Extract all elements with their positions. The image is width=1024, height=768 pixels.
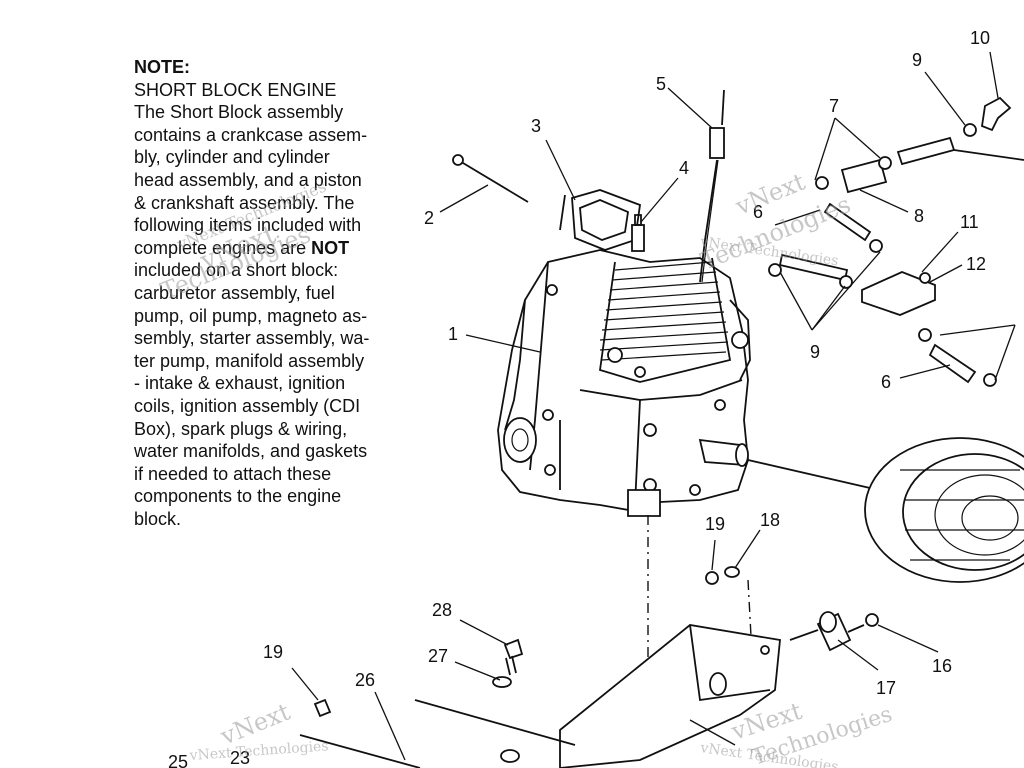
callout-8: 8 — [914, 206, 924, 226]
callout-numbers: 1 2 3 4 5 6 6 7 8 9 9 10 11 12 16 17 18 … — [168, 28, 990, 768]
short-block-note: NOTE: SHORT BLOCK ENGINE The Short Block… — [134, 56, 424, 530]
note-line: - intake & exhaust, ignition — [134, 373, 346, 394]
note-line: components to the engine — [134, 486, 342, 507]
watermark-text: vNext Technologies — [188, 738, 329, 764]
note-line-with-bold: complete engines are NOT — [134, 237, 424, 260]
callout-3: 3 — [531, 116, 541, 136]
mount-bracket-drawing — [559, 624, 781, 768]
cylinder-fins — [599, 257, 732, 383]
note-bold-word: NOT — [311, 237, 350, 258]
note-line: if needed to attach these — [134, 463, 332, 484]
callout-5: 5 — [656, 74, 666, 94]
callout-19-right: 19 — [705, 514, 725, 534]
callout-6-upper: 6 — [753, 202, 763, 222]
leader-lines — [291, 51, 1016, 761]
callout-28: 28 — [432, 600, 452, 620]
note-heading: NOTE: — [134, 57, 190, 77]
callout-10: 10 — [970, 28, 990, 48]
note-line: ter pump, manifold assembly — [134, 350, 365, 371]
callout-4: 4 — [679, 158, 689, 178]
note-line: pump, oil pump, magneto as- — [134, 305, 368, 326]
callout-2: 2 — [424, 208, 434, 228]
note-line: coils, ignition assembly (CDI — [134, 395, 361, 416]
fuel-line-drawing — [768, 96, 1024, 387]
callout-7: 7 — [829, 96, 839, 116]
centerlines — [647, 515, 753, 740]
mount-hardware-drawing — [705, 566, 879, 652]
note-line: The Short Block assembly — [134, 102, 344, 123]
callout-1: 1 — [448, 324, 458, 344]
callout-9-bottom: 9 — [810, 342, 820, 362]
callout-26: 26 — [355, 670, 375, 690]
callout-9-top: 9 — [912, 50, 922, 70]
callout-18: 18 — [760, 510, 780, 530]
note-subheading: SHORT BLOCK ENGINE — [134, 79, 337, 100]
callout-25: 25 — [168, 752, 188, 768]
note-line: block. — [134, 508, 182, 529]
note-line: sembly, starter assembly, wa- — [134, 328, 370, 349]
callout-23: 23 — [230, 748, 250, 768]
rod-drawing — [452, 154, 529, 203]
note-line: water manifolds, and gaskets — [134, 441, 368, 462]
pulley-drawing — [747, 437, 1024, 583]
callout-12: 12 — [966, 254, 986, 274]
spark-plug-drawing — [559, 189, 645, 252]
note-line: included on a short block: — [134, 260, 339, 281]
note-line: bly, cylinder and cylinder — [134, 147, 330, 168]
bolt-hardware-drawing — [299, 638, 576, 768]
callout-16: 16 — [932, 656, 952, 676]
callout-6-lower: 6 — [881, 372, 891, 392]
callout-27: 27 — [428, 646, 448, 666]
note-line: & crankshaft assembly. The — [134, 192, 355, 213]
note-line: Box), spark plugs & wiring, — [134, 418, 348, 439]
note-line: carburetor assembly, fuel — [134, 282, 335, 303]
engine-block-drawing — [497, 249, 751, 517]
note-line: following items included with — [134, 215, 362, 236]
note-line-prefix: complete engines are — [134, 237, 312, 258]
note-line: contains a crankcase assem- — [134, 124, 368, 145]
callout-11: 11 — [960, 212, 979, 232]
note-line: head assembly, and a piston — [134, 169, 362, 190]
callout-17: 17 — [876, 678, 896, 698]
cable-drawing — [699, 89, 725, 283]
callout-19-left: 19 — [263, 642, 283, 662]
